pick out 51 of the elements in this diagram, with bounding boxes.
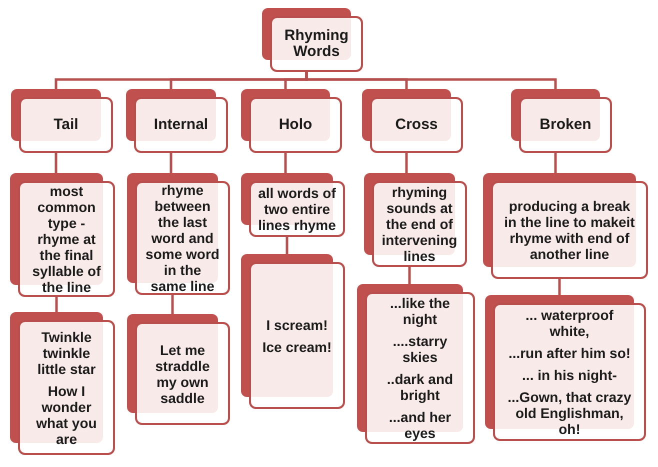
- connector-line: [558, 279, 561, 295]
- description-text: rhyming sounds at the end of intervening lines: [380, 184, 458, 264]
- example-box: [485, 295, 646, 441]
- example-text: How I wonder what you are: [35, 382, 98, 446]
- description-box: [127, 173, 230, 295]
- description-text: producing a break in the line to makeit rhyme with end of another line: [503, 198, 636, 262]
- heading-text: Internal: [152, 117, 210, 133]
- description-box: [483, 173, 648, 279]
- connector-line: [55, 297, 58, 312]
- example-text: ...Gown, that crazy old Englishman, oh!: [506, 389, 632, 437]
- example-text: ...and her eyes: [388, 409, 452, 441]
- connector-line: [305, 72, 557, 89]
- root-title: Rhyming Words: [283, 28, 350, 60]
- description-text: most common type - rhyme at the final syllable of the line: [31, 183, 102, 295]
- example-text: Twinkle twinkle little star: [36, 328, 97, 376]
- heading-box: [511, 89, 612, 153]
- example-text: ....starry skies: [392, 333, 448, 365]
- heading-box: [11, 89, 113, 153]
- heading-box: [241, 89, 342, 153]
- connector-line: [405, 153, 408, 173]
- description-box: [241, 173, 345, 237]
- example-text: I scream!: [265, 316, 329, 332]
- root-box: [262, 8, 363, 72]
- example-text: ..dark and bright: [386, 371, 454, 403]
- description-box: [10, 173, 115, 297]
- heading-box: [126, 89, 228, 153]
- description-text: rhyme between the last word and some word in the same line: [144, 182, 220, 294]
- example-text: ...run after him so!: [507, 345, 632, 361]
- heading-text: Tail: [52, 117, 80, 133]
- example-text: ... waterproof white,: [524, 307, 614, 339]
- description-text: all words of two entire lines rhyme: [257, 185, 337, 233]
- connector-line: [408, 267, 411, 284]
- example-text: Let me straddle my own saddle: [154, 342, 211, 406]
- example-box: [127, 314, 230, 425]
- heading-text: Broken: [538, 117, 592, 133]
- connector-line: [284, 153, 287, 173]
- example-box: [241, 254, 345, 409]
- connector-line: [286, 237, 288, 254]
- heading-text: Holo: [278, 117, 314, 133]
- heading-text: Cross: [394, 117, 439, 133]
- connector-line: [54, 153, 58, 173]
- example-box: [357, 284, 475, 444]
- example-text: ... in his night-: [521, 367, 618, 383]
- connector-line: [554, 153, 557, 173]
- example-box: [10, 312, 115, 455]
- example-text: Ice cream!: [261, 338, 333, 354]
- connector-line: [170, 153, 172, 173]
- description-box: [364, 173, 467, 267]
- example-text: ...like the night: [389, 295, 451, 327]
- heading-box: [362, 89, 463, 153]
- connector-line: [171, 295, 174, 314]
